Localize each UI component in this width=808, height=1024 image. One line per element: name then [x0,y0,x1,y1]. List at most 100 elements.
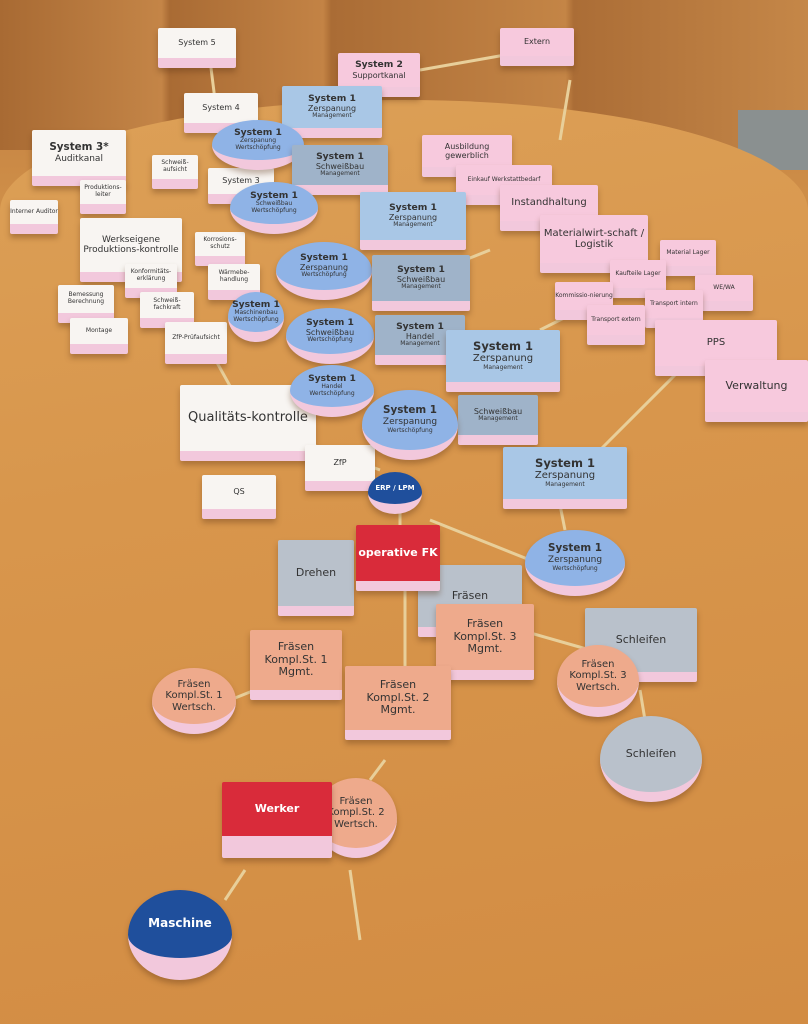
node-label: Wärmebe-handlung [218,269,250,283]
node-text: Fräsen [177,678,211,690]
node-label: System 3 [222,176,260,186]
node-label: Transport extern [591,315,641,323]
node-interner-auditor: Interner Auditor [10,200,58,234]
node-maschine: Maschine [128,890,232,980]
node-text: System 1 [535,456,595,471]
node-label: WE/WA [713,283,735,291]
node-text: Management [393,221,433,229]
node-transport-extern: Transport extern [587,305,645,345]
node-title: System 3* [49,140,109,153]
node-text: System 1 [396,320,444,332]
node-text: Kompl.St. 2 [366,690,430,704]
node-text: Zerspanung [382,417,438,428]
node-label: Materialwirt-schaft / Logistik [543,227,645,251]
node-label: ZfP-Prüfaufsicht [172,333,220,341]
node-text: Wertschöpfung [233,316,279,324]
node-text: Wertschöpfung [309,390,355,398]
node-text: System 1 [473,339,533,354]
node-text: Kompl.St. 2 [327,807,385,819]
node-text: Zerspanung [307,104,357,114]
node-text: Schweißbau [315,162,365,172]
node-label: Montage [85,326,113,334]
node-text: Zerspanung [299,263,349,273]
node-text: Zerspanung [239,137,277,145]
node-label: Fräsen [451,588,489,602]
node-text: Handel [321,383,343,391]
node-qs: QS [202,475,276,519]
node-text: System 1 [383,404,437,417]
node-text: Management [483,363,523,371]
node-text: Management [312,112,352,120]
node-text: Wertsch. [334,818,378,830]
node-title: System 2 [355,59,403,71]
node-text: System 1 [548,542,602,555]
node-text: Handel [405,332,435,342]
node-text: Schweißbau [396,275,446,285]
node-text: Fräsen [581,658,615,670]
node-korrosionsschutz: Korrosions-schutz [195,232,245,266]
node-label: PPS [706,337,726,349]
node-label: Bemessung Berechnung [67,291,105,305]
node-text: System 1 [316,150,364,162]
node-text: Wertschöpfung [235,144,281,152]
node-schweissaufsicht: Schweiß-aufsicht [152,155,198,189]
node-montage: Montage [70,318,128,354]
node-text: Mgmt. [380,703,416,717]
node-label: ZfP [333,458,347,468]
node-text: Mgmt. [278,665,314,679]
node-text: Wertsch. [172,701,216,713]
node-label: Werkseigene Produktions-kontrolle [83,234,179,255]
node-label: Werker [254,801,300,815]
node-text: Wertschöpfung [301,271,347,279]
node-operative-fk: operative FK [356,525,440,591]
node-text: Wertschöpfung [552,564,598,572]
node-zfp: ZfP [305,445,375,491]
node-label: operative FK [358,545,438,559]
node-text: Fräsen [379,678,417,692]
node-verwaltung: Verwaltung [705,360,808,422]
node-label: Korrosions-schutz [203,236,237,250]
node-text: System 1 [389,201,437,213]
node-label: Instandhaltung [511,197,587,209]
node-text: Zerspanung [534,470,596,482]
node-extern: Extern [500,28,574,66]
node-text: Kompl.St. 1 [165,690,223,702]
node-kommissionierung: Kommissio-nierung [555,282,613,320]
node-text: System 1 [308,372,356,384]
node-label: Ausbildung gewerblich [444,141,490,160]
node-text: Schweißbau [305,328,355,338]
node-text: Schweißbau [255,200,293,208]
node-text: Zerspanung [472,353,534,365]
node-we-wa: WE/WA [695,275,753,311]
node-text: Kompl.St. 3 [569,670,627,682]
node-label: Schweiß-fachkraft [153,297,181,311]
node-text: Fräsen [466,617,504,631]
node-text: Mgmt. [467,642,503,656]
node-text: Wertschöpfung [307,336,353,344]
node-text: System 1 [308,92,356,104]
node-label: Schweiß-aufsicht [161,159,189,173]
node-werker: Werker [222,782,332,858]
node-text: Schweißbau [473,406,523,416]
node-text: Maschinenbau [234,309,278,317]
node-system-4: System 4 [184,93,258,133]
node-label: Schleifen [615,632,667,646]
node-label: System 4 [202,103,240,113]
node-text: Fräsen [339,795,373,807]
node-label: Verwaltung [725,378,788,392]
node-text: System 1 [306,316,354,328]
node-text: Kompl.St. 1 [264,652,328,666]
node-label: Produktions-leiter [84,184,122,198]
